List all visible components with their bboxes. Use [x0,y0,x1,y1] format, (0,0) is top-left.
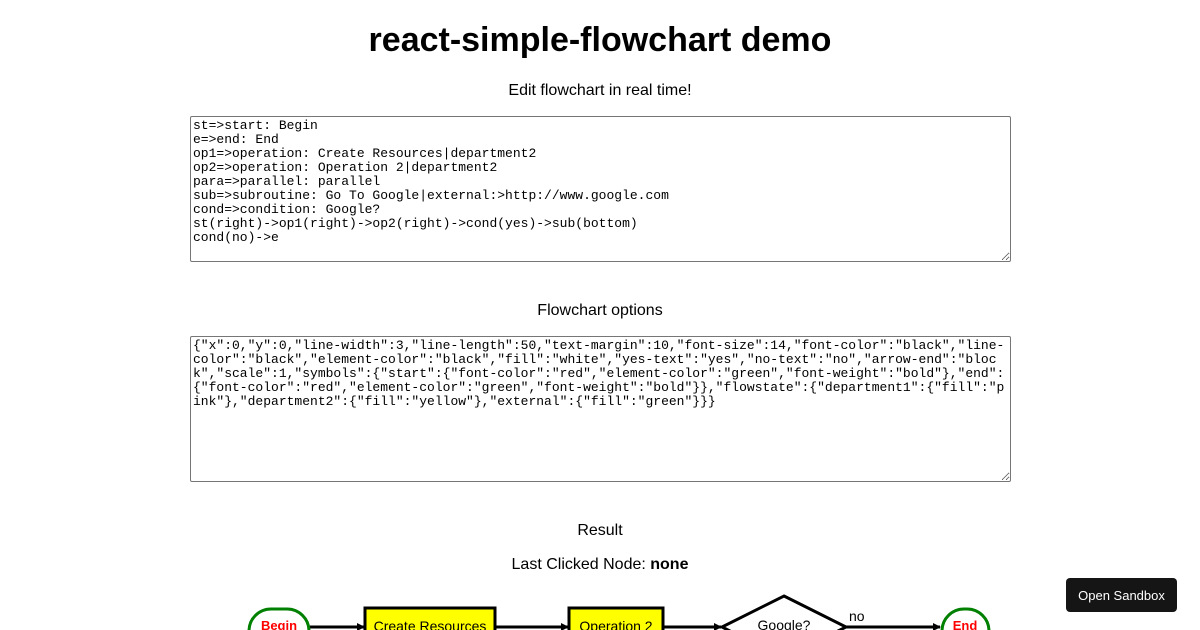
flowchart-diagram: Begin Create Resources Operation 2 Googl… [247,594,991,630]
condition-node-label: Google? [758,617,811,630]
flowchart-options-label: Flowchart options [537,302,663,319]
flow-node-op1[interactable]: Create Resources [363,606,497,630]
result-label: Result [577,522,623,539]
op2-node-label: Operation 2 [579,618,652,630]
no-branch-label: no [849,608,865,624]
flowchart-options-editor[interactable]: {"x":0,"y":0,"line-width":3,"line-length… [190,336,1011,482]
op2-node-shape [567,606,665,630]
flowchart-code-editor[interactable]: st=>start: Begin e=>end: End op1=>operat… [190,116,1011,262]
open-sandbox-button[interactable]: Open Sandbox [1066,578,1177,612]
flow-node-start[interactable]: Begin [247,607,311,630]
end-node-label: End [953,618,978,630]
start-node-shape [247,607,311,630]
end-node-shape [940,607,991,630]
last-clicked-node: Last Clicked Node: none [0,555,1200,575]
flow-node-end[interactable]: End [940,607,991,630]
flow-node-condition[interactable]: Google? [718,594,850,630]
page-title: react-simple-flowchart demo [368,21,832,59]
last-clicked-label: Last Clicked Node: [511,556,651,573]
flow-node-op2[interactable]: Operation 2 [567,606,665,630]
op1-node-label: Create Resources [374,618,487,630]
op1-node-shape [363,606,497,630]
last-clicked-value: none [650,556,689,573]
condition-node-shape [718,594,850,630]
edit-flowchart-label: Edit flowchart in real time! [508,82,692,99]
start-node-label: Begin [261,618,297,630]
